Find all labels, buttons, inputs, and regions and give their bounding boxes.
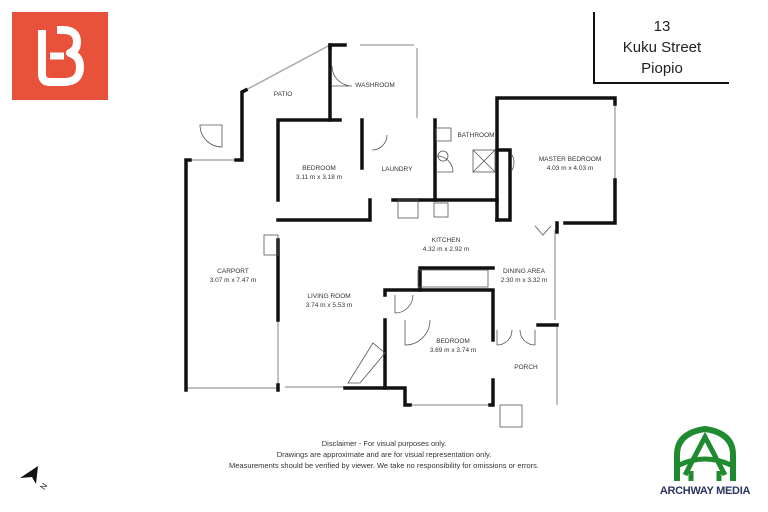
address-box: 13 Kuku Street Piopio: [593, 12, 729, 84]
disclaimer-line-2: Drawings are approximate and are for vis…: [276, 450, 492, 459]
address-number: 13: [653, 18, 671, 35]
room-dims-master-bedroom: 4.03 m x 4.03 m: [546, 165, 594, 172]
room-label-bedroom-2: BEDROOM: [436, 338, 470, 345]
archway-logo-icon: [674, 425, 736, 481]
walls: [184, 43, 617, 407]
b-logo-icon: [12, 12, 108, 100]
doors-and-fixtures: [199, 65, 552, 428]
room-label-washroom: WASHROOM: [355, 82, 395, 89]
north-arrow-icon: [20, 466, 38, 484]
brand-logo: [12, 12, 108, 100]
compass: N: [18, 462, 58, 502]
room-dims-bedroom-2: 3.69 m x 3.74 m: [429, 347, 477, 354]
room-dims-dining-area: 2.30 m x 3.32 m: [500, 277, 548, 284]
address-street: Kuku Street: [622, 39, 702, 56]
disclaimer-line-3: Measurements should be verified by viewe…: [229, 461, 539, 470]
room-label-patio: PATIO: [273, 91, 293, 98]
room-label-kitchen: KITCHEN: [431, 237, 461, 244]
room-label-carport: CARPORT: [217, 268, 249, 275]
room-label-bathroom: BATHROOM: [457, 132, 495, 139]
archway-media-logo: ARCHWAY MEDIA: [655, 425, 755, 500]
disclaimer: Disclaimer - For visual purposes only. D…: [0, 438, 768, 471]
archway-media-text: ARCHWAY MEDIA: [659, 485, 751, 497]
room-label-porch: PORCH: [514, 364, 538, 371]
room-dims-bedroom-1: 3.11 m x 3.18 m: [295, 174, 343, 181]
room-dims-carport: 3.07 m x 7.47 m: [209, 277, 257, 284]
windows: [186, 44, 616, 406]
address-town: Piopio: [641, 60, 683, 77]
room-label-master-bedroom: MASTER BEDROOM: [538, 156, 602, 163]
patio-door: [199, 124, 223, 148]
room-label-laundry: LAUNDRY: [381, 166, 413, 173]
room-label-dining-area: DINING AREA: [503, 268, 545, 275]
disclaimer-line-1: Disclaimer - For visual purposes only.: [321, 439, 447, 448]
room-label-bedroom-1: BEDROOM: [302, 165, 336, 172]
room-dims-living-room: 3.74 m x 5.53 m: [305, 302, 353, 309]
room-dims-kitchen: 4.32 m x 2.92 m: [422, 246, 470, 253]
room-label-living-room: LIVING ROOM: [307, 293, 351, 300]
